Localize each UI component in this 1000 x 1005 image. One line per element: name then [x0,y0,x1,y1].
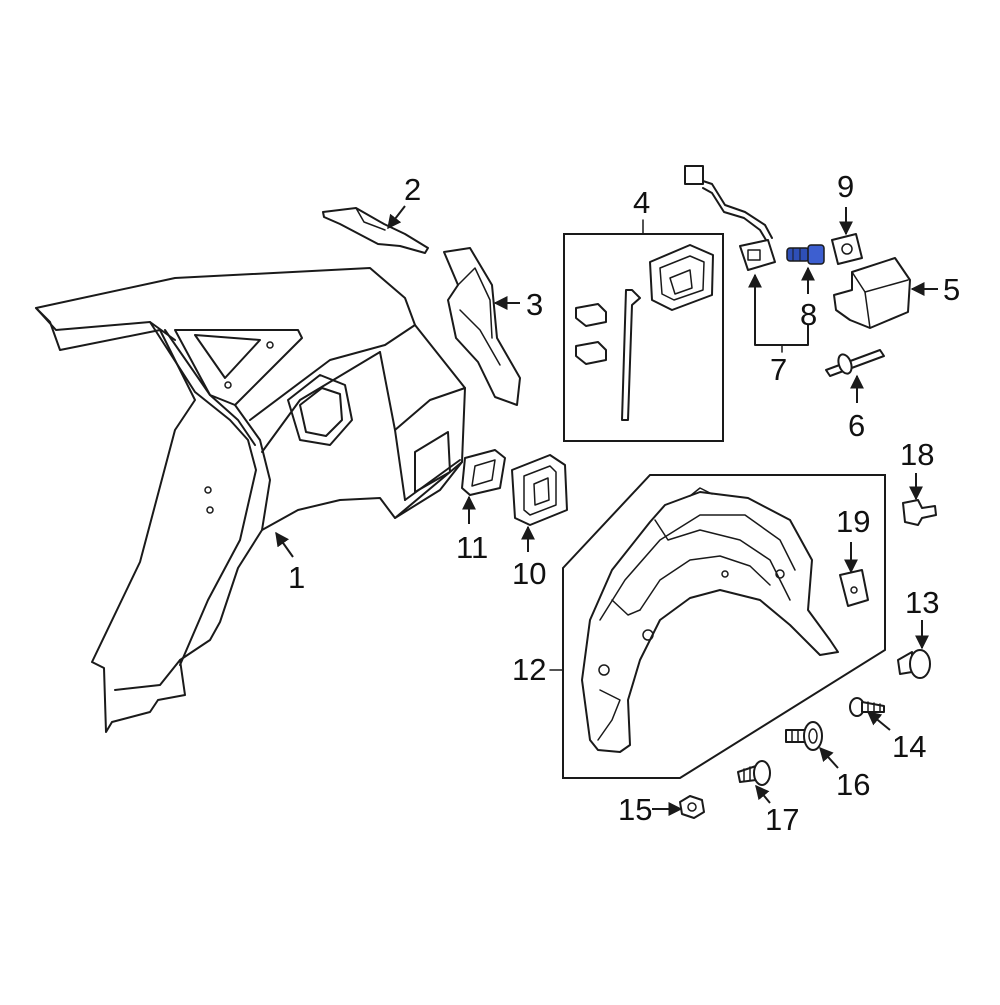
callout-6-label: 6 [848,408,865,443]
callout-4: 4 [633,185,650,235]
callout-9: 9 [837,169,854,236]
callout-7: 7 [748,273,809,387]
part-3-inner-panel[interactable] [443,247,521,406]
callout-14: 14 [866,711,926,764]
part-19-bracket[interactable] [839,569,869,607]
callout-3: 3 [493,287,543,322]
callout-18-label: 18 [900,437,934,472]
part-8-bolt[interactable] [786,244,825,265]
callout-6: 6 [848,374,865,443]
callout-19: 19 [836,504,870,574]
callout-2: 2 [387,172,421,230]
callout-4-label: 4 [633,185,650,220]
callout-18: 18 [900,437,934,501]
part-18-clip[interactable] [902,499,937,526]
part-5-fuel-door[interactable] [833,257,911,329]
callout-5-label: 5 [943,272,960,307]
callout-12-label: 12 [512,652,546,687]
callout-2-label: 2 [404,172,421,207]
callout-10: 10 [512,525,546,591]
part-14-screw[interactable] [849,697,885,717]
callout-1-label: 1 [288,560,305,595]
part-10-housing[interactable] [511,454,568,526]
callout-5: 5 [910,272,960,307]
callout-8-label: 8 [800,297,817,332]
part-17-screw[interactable] [737,760,771,786]
callout-17: 17 [755,784,799,837]
callout-14-label: 14 [892,729,926,764]
callout-7-label: 7 [770,352,787,387]
callout-16: 16 [819,746,870,802]
part-13-push-clip[interactable] [897,649,931,679]
callout-19-label: 19 [836,504,870,539]
callout-15-label: 15 [618,792,652,827]
callout-13-label: 13 [905,585,939,620]
callout-3-label: 3 [526,287,543,322]
part-1-quarter-panel[interactable] [35,267,466,733]
part-6-rivet[interactable] [825,349,885,377]
callout-11-label: 11 [456,530,488,565]
part-2-bracket[interactable] [322,207,429,254]
part-7-actuator[interactable] [684,165,776,271]
callout-17-label: 17 [765,802,799,837]
part-4-group-box[interactable] [563,233,724,442]
callout-11: 11 [456,495,488,565]
callout-1: 1 [275,531,305,595]
part-16-bolt[interactable] [785,721,823,751]
callout-16-label: 16 [836,767,870,802]
callout-15: 15 [618,792,683,827]
callout-8: 8 [800,266,817,332]
part-11-seal[interactable] [461,449,506,496]
callout-10-label: 10 [512,556,546,591]
part-12-fender-liner[interactable] [562,474,886,779]
callout-9-label: 9 [837,169,854,204]
part-15-nut[interactable] [679,795,705,819]
callout-13: 13 [905,585,939,650]
callout-12: 12 [512,652,564,687]
part-9-pad[interactable] [831,233,863,265]
